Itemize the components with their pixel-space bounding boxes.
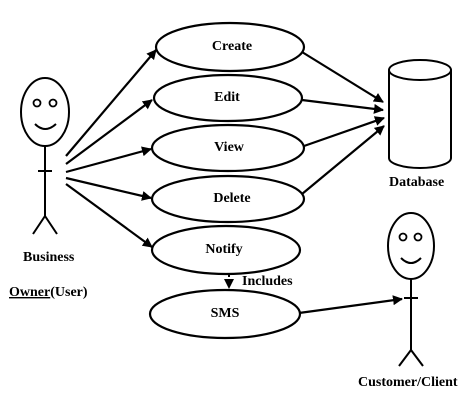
customer-head — [387, 212, 435, 280]
use-case-create: Create — [154, 21, 306, 73]
owner-to-view-arrow — [65, 146, 152, 174]
use-case-notify: Notify — [150, 224, 302, 276]
owner-label-line1: Business — [23, 250, 75, 265]
includes-label: Includes — [242, 274, 293, 289]
use-case-delete-label: Delete — [213, 191, 250, 206]
owner-to-delete-arrow — [65, 176, 152, 201]
database-associations — [301, 51, 385, 195]
owner-right-leg — [44, 215, 58, 235]
owner-head — [20, 77, 70, 147]
use-case-view: View — [150, 123, 306, 173]
owner-to-notify-arrow — [65, 183, 153, 248]
database-icon — [388, 59, 452, 169]
owner-right-eye — [48, 98, 58, 108]
customer-right-leg — [410, 349, 424, 367]
use-case-edit-label: Edit — [214, 90, 240, 105]
customer-left-eye — [398, 232, 408, 242]
use-case-sms: SMS — [148, 288, 302, 340]
use-case-view-label: View — [214, 140, 245, 155]
use-case-create-label: Create — [212, 39, 252, 54]
customer-actor — [387, 212, 435, 367]
owner-left-leg — [32, 215, 46, 235]
delete-to-database-arrow — [301, 125, 385, 195]
owner-label-owner: Owner — [9, 285, 50, 300]
customer-smile — [400, 257, 422, 264]
use-case-notify-label: Notify — [205, 242, 242, 257]
owner-smile — [34, 123, 57, 130]
create-to-database-arrow — [301, 51, 384, 103]
edit-to-database-arrow — [301, 98, 384, 114]
customer-label: Customer/Client — [358, 375, 458, 390]
owner-to-edit-arrow — [65, 99, 153, 165]
view-to-database-arrow — [303, 116, 385, 148]
owner-label-user: (User) — [50, 285, 88, 300]
business-owner-actor — [20, 77, 70, 235]
use-case-delete: Delete — [150, 174, 306, 224]
owner-associations — [65, 49, 157, 248]
customer-left-leg — [398, 349, 412, 367]
use-case-edit: Edit — [152, 73, 304, 123]
owner-left-eye — [32, 98, 42, 108]
database-label: Database — [389, 175, 444, 190]
owner-to-create-arrow — [65, 49, 157, 157]
customer-right-eye — [413, 232, 423, 242]
use-case-sms-label: SMS — [211, 306, 240, 321]
sms-to-customer-arrow — [298, 295, 403, 315]
owner-label-line2: Owner(User) — [9, 285, 88, 300]
